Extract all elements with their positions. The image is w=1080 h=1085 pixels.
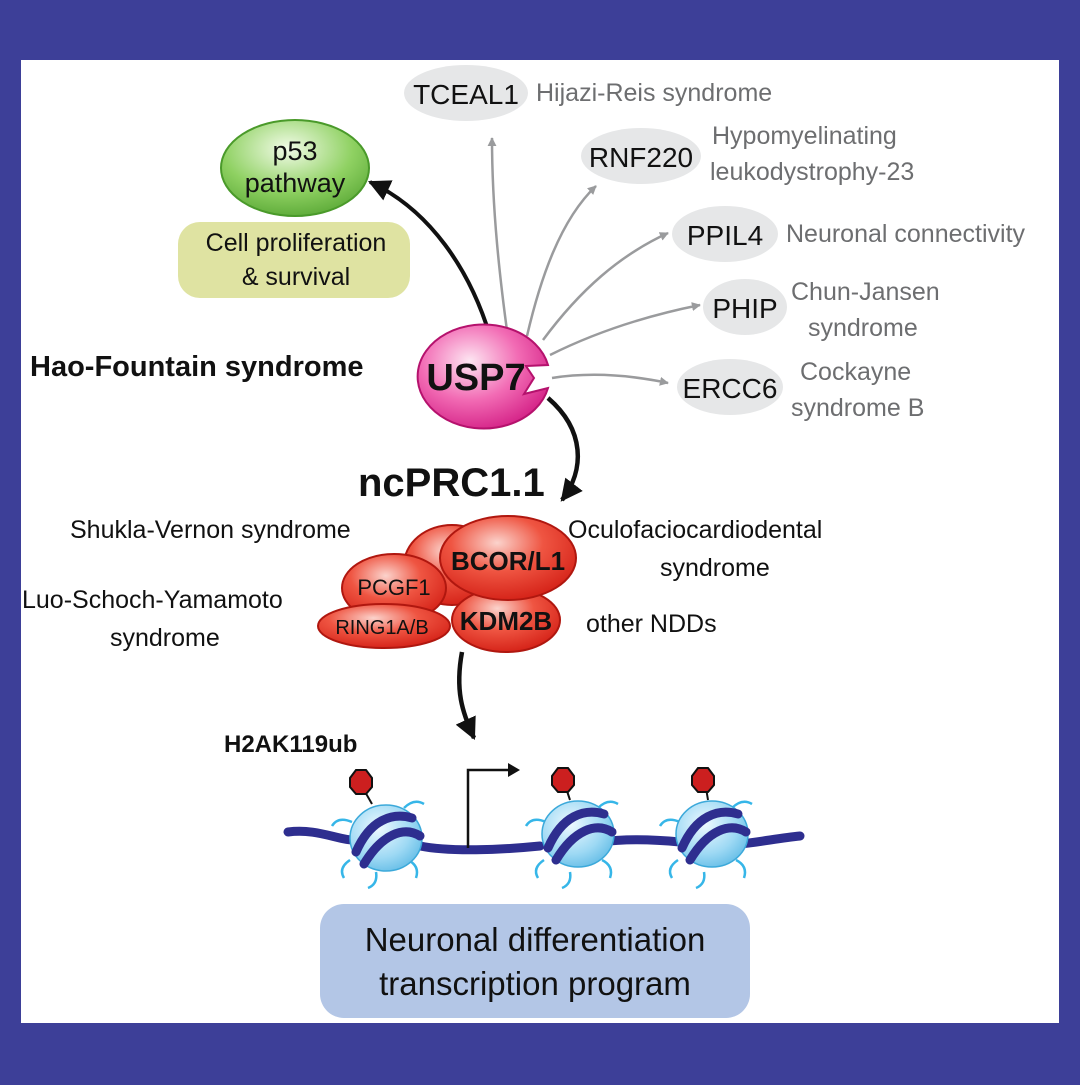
ub-marker-icon [551, 767, 575, 793]
ub-marker-icon [349, 769, 373, 795]
subunit-bcor [439, 515, 577, 601]
nucleosome [524, 767, 619, 890]
target-rnf220: RNF220 Hypomyelinating leukodystrophy-23 [581, 122, 914, 186]
arrow-to-ncprc1 [546, 396, 583, 502]
subunit-label-ring1: RING1A/B [335, 617, 428, 639]
complex-name: ncPRC1.1 [358, 461, 545, 505]
disease-left-bottom-line2: syndrome [110, 624, 220, 652]
target-arrows [487, 137, 701, 386]
dna-strand [283, 826, 805, 855]
arrow-to-phip [549, 302, 701, 357]
p53-pathway: p53 pathway [220, 119, 370, 217]
subunit-ring1 [317, 603, 451, 649]
target-name: ERCC6 [683, 373, 778, 404]
p53-effect-line2: & survival [242, 263, 350, 291]
arrow-to-ppil4 [541, 231, 669, 341]
target-ppil4: PPIL4 Neuronal connectivity [672, 206, 1026, 262]
disease-left-bottom-line1: Luo-Schoch-Yamamoto [22, 586, 283, 614]
target-ercc6: ERCC6 Cockayne syndrome B [677, 358, 924, 422]
outcome-line1: Neuronal differentiation [365, 921, 706, 958]
target-disease-line2: syndrome B [791, 394, 924, 422]
target-disease-line1: Cockayne [800, 358, 911, 386]
outcome-line2: transcription program [379, 965, 691, 1002]
subunit-label-pcgf1: PCGF1 [357, 575, 430, 600]
target-name: RNF220 [589, 142, 693, 173]
disease-right-bottom: other NDDs [586, 610, 717, 638]
p53-effect-line1: Cell proliferation [206, 229, 387, 257]
arrow-to-chromatin [455, 651, 477, 740]
target-name: TCEAL1 [413, 79, 519, 110]
p53-effect-box: Cell proliferation & survival [178, 222, 410, 298]
ub-marker-icon [691, 767, 715, 793]
nucleosome [658, 767, 753, 890]
disease-right-top-line2: syndrome [660, 554, 770, 582]
outcome-box: Neuronal differentiation transcription p… [320, 904, 750, 1018]
target-tceal1: TCEAL1 Hijazi-Reis syndrome [404, 65, 772, 121]
tss-arrowhead [508, 763, 520, 777]
usp7-label: USP7 [426, 357, 525, 399]
tss-arrow [466, 768, 508, 848]
target-disease: Hijazi-Reis syndrome [536, 79, 772, 107]
target-disease-line1: Chun-Jansen [791, 278, 940, 306]
subunit-label-kdm2b: KDM2B [460, 606, 552, 636]
usp7-node: USP7 [416, 323, 550, 430]
target-disease: Neuronal connectivity [786, 220, 1026, 248]
arrow-to-ercc6 [551, 373, 669, 386]
target-phip: PHIP Chun-Jansen syndrome [703, 278, 940, 342]
subunit-label-bcor: BCOR/L1 [451, 546, 565, 576]
usp7-disease-label: Hao-Fountain syndrome [30, 351, 364, 383]
target-disease-line2: syndrome [808, 314, 918, 342]
p53-label-line1: p53 [272, 136, 317, 166]
target-disease-line2: leukodystrophy-23 [710, 158, 914, 186]
arrow-to-p53 [368, 180, 492, 337]
target-disease-line1: Hypomyelinating [712, 122, 897, 150]
target-name: PHIP [712, 293, 777, 324]
nucleosome [330, 769, 425, 890]
target-name: PPIL4 [687, 220, 763, 251]
arrow-to-tceal1 [487, 137, 510, 339]
p53-label-line2: pathway [245, 168, 346, 198]
chromatin [283, 763, 805, 890]
disease-left-top: Shukla-Vernon syndrome [70, 516, 351, 544]
disease-right-top-line1: Oculofaciocardiodental [568, 516, 822, 544]
complex-subunits: BCOR/L1 PCGF1 KDM2B RING1A/B [317, 515, 577, 653]
arrow-to-rnf220 [525, 185, 597, 337]
histone-mark-label: H2AK119ub [224, 731, 357, 758]
